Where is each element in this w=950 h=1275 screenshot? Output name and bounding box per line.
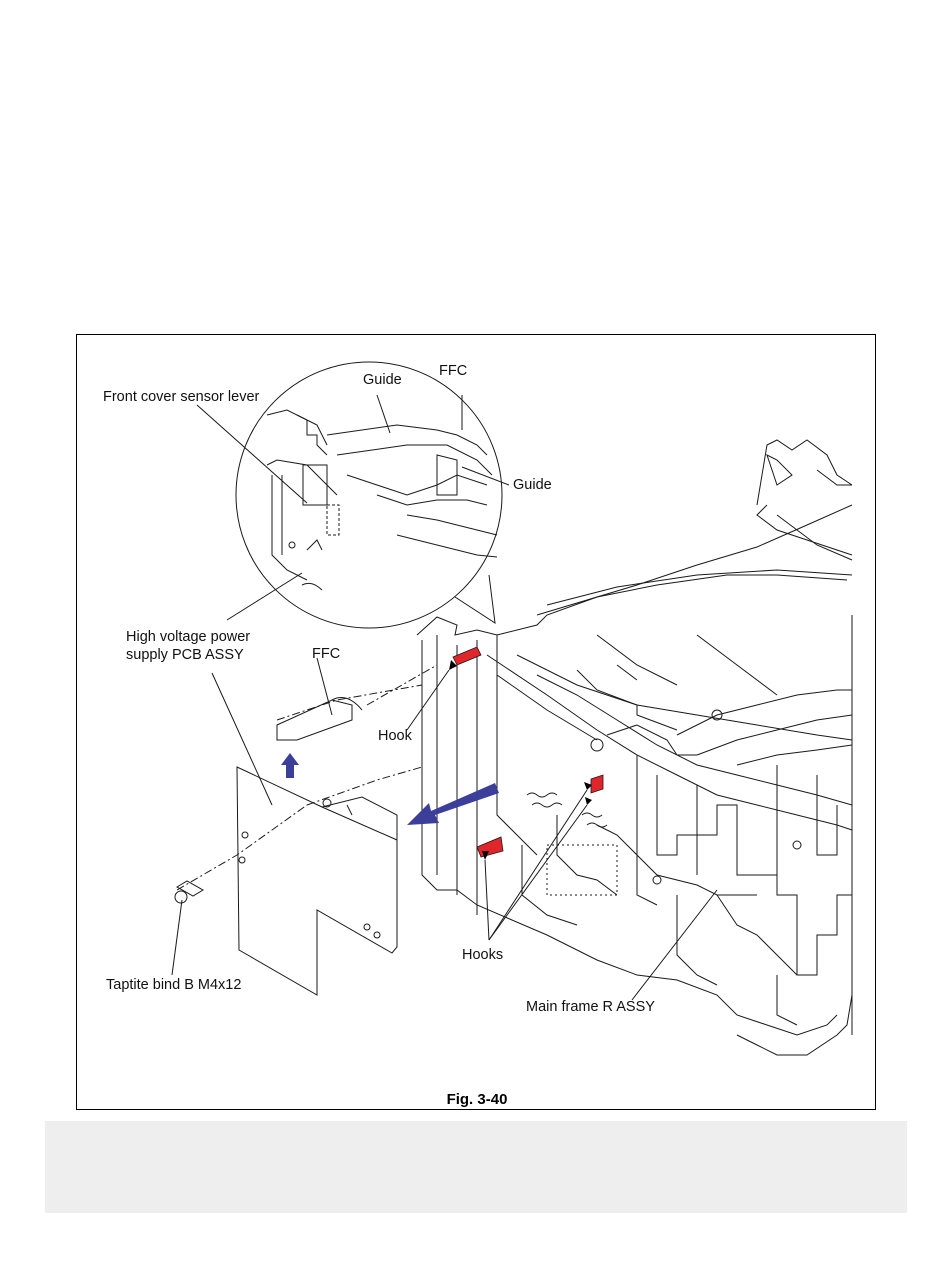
note-box <box>45 1121 907 1213</box>
label-hooks: Hooks <box>462 946 503 964</box>
label-hv-power-line2: supply PCB ASSY <box>126 646 244 664</box>
label-guide-top: Guide <box>363 371 402 389</box>
label-main-frame: Main frame R ASSY <box>526 998 655 1016</box>
label-hook: Hook <box>378 727 412 745</box>
label-guide-right: Guide <box>513 476 552 494</box>
figure-frame: Guide FFC Front cover sensor lever Guide… <box>76 334 876 1110</box>
label-front-cover-sensor-lever: Front cover sensor lever <box>103 388 259 406</box>
label-hv-power-line1: High voltage power <box>126 628 250 646</box>
figure-caption: Fig. 3-40 <box>77 1091 877 1108</box>
label-taptite: Taptite bind B M4x12 <box>106 976 241 994</box>
label-ffc-top: FFC <box>439 362 467 380</box>
exploded-view-drawing <box>77 335 877 1111</box>
label-ffc-mid: FFC <box>312 645 340 663</box>
